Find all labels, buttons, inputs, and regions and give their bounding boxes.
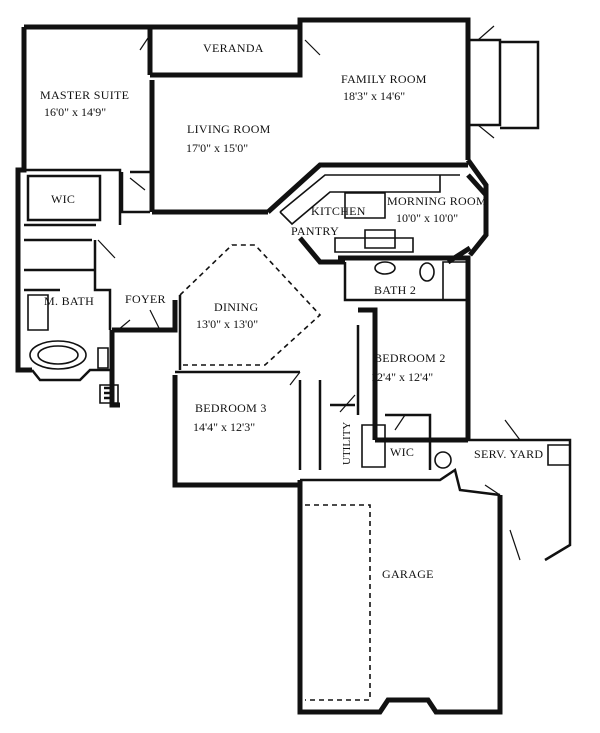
master-suite-size: 16'0" x 14'9" [44, 105, 106, 119]
bedroom-2-size: 12'4" x 12'4" [371, 370, 433, 384]
pantry-label: PANTRY [291, 224, 339, 238]
m-bath-label: M. BATH [44, 294, 94, 308]
dining-outline [178, 244, 322, 370]
dining-size: 13'0" x 13'0" [196, 317, 258, 331]
living-room-size: 17'0" x 15'0" [186, 141, 248, 155]
morning-room-size: 10'0" x 10'0" [396, 211, 458, 225]
family-room-size: 18'3" x 14'6" [343, 89, 405, 103]
room-labels: VERANDA MASTER SUITE 16'0" x 14'9" FAMIL… [40, 41, 543, 581]
garage-walls [297, 467, 503, 715]
living-room-label: LIVING ROOM [187, 122, 271, 136]
bedroom-3-label: BEDROOM 3 [195, 401, 267, 415]
family-room-label: FAMILY ROOM [341, 72, 427, 86]
patio-door [470, 25, 540, 139]
bedroom-2-wic-label: WIC [390, 445, 414, 459]
interior-walls [24, 162, 572, 562]
bath-2-label: BATH 2 [374, 283, 416, 297]
morning-room-label: MORNING ROOM [387, 194, 487, 208]
veranda-label: VERANDA [203, 41, 264, 55]
bedroom-3-size: 14'4" x 12'3" [193, 420, 255, 434]
utility-label: UTILITY [341, 422, 353, 465]
garage-label: GARAGE [382, 567, 434, 581]
master-suite-label: MASTER SUITE [40, 88, 129, 102]
master-wic-label: WIC [51, 192, 75, 206]
serv-yard-label: SERV. YARD [474, 447, 543, 461]
foyer-label: FOYER [125, 292, 166, 306]
fixtures [27, 34, 501, 496]
dining-label: DINING [214, 300, 258, 314]
kitchen-label: KITCHEN [311, 204, 366, 218]
bedroom-2-label: BEDROOM 2 [374, 351, 446, 365]
